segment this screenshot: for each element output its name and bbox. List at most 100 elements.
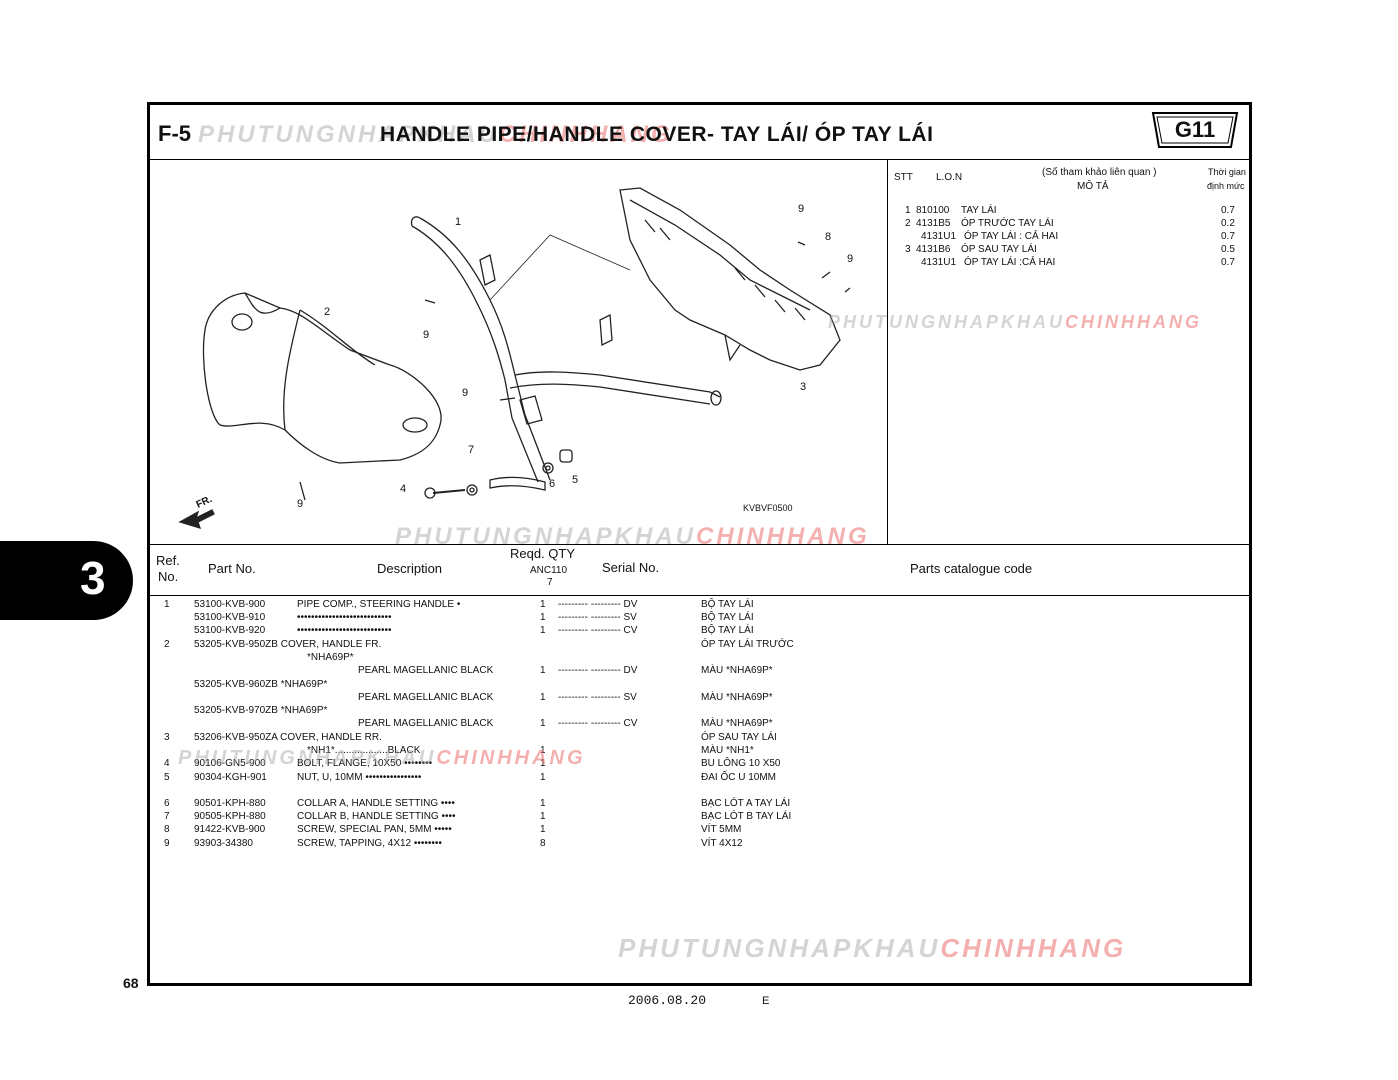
labour-code: 810100 — [916, 205, 950, 216]
cell-vn: VÍT 5MM — [701, 824, 742, 835]
parts-list-header: Ref. No. Part No. Description Reqd. QTY … — [150, 544, 1249, 596]
cell-ref: 1 — [164, 599, 170, 610]
cell-desc: SCREW, TAPPING, 4X12 •••••••• — [297, 838, 442, 849]
front-cover-shape — [202, 292, 442, 464]
col-description: Description — [377, 561, 443, 576]
page-number: 68 — [123, 975, 139, 991]
table-row: 53205-KVB-960ZB *NHA69P* — [150, 679, 1249, 692]
cell-vn: MÀU *NH1* — [701, 745, 754, 756]
front-label: FR. — [195, 494, 214, 511]
cell-qty: 1 — [540, 692, 546, 703]
cell-part: 90505-KPH-880 — [194, 811, 266, 822]
cell-part: 53205-KVB-960ZB *NHA69P* — [194, 679, 328, 690]
col-ref: (Số tham khảo liên quan ) — [1042, 167, 1157, 178]
cell-desc: ••••••••••••••••••••••••••• — [297, 625, 392, 636]
catalogue-page-frame: F-5 PHUTUNGNHAPKHAUCHINHHANG HANDLE PIPE… — [147, 102, 1252, 986]
cell-serial: --------- --------- DV — [558, 599, 638, 610]
cell-desc: PEARL MAGELLANIC BLACK — [358, 665, 494, 676]
labour-table: STT L.O.N (Số tham khảo liên quan ) MÔ T… — [828, 160, 1249, 544]
labour-desc: ÓP TAY LÁI : CẢ HAI — [964, 231, 1059, 242]
labour-stt: 1 — [905, 205, 911, 216]
labour-desc: ÓP SAU TAY LÁI — [961, 244, 1037, 255]
table-row: 1 53100-KVB-900 PIPE COMP., STEERING HANDL… — [150, 599, 1249, 612]
cell-qty: 1 — [540, 772, 546, 783]
labour-desc: ÓP TRƯỚC TAY LÁI — [961, 218, 1054, 229]
labour-time: 0.7 — [1221, 205, 1235, 216]
col-part-no: Part No. — [208, 561, 256, 576]
cell-desc: NUT, U, 10MM •••••••••••••••• — [297, 772, 422, 783]
labour-stt: 3 — [905, 244, 911, 255]
col-serial: Serial No. — [602, 560, 660, 575]
cell-vn: VÍT 4X12 — [701, 838, 743, 849]
labour-desc: TAY LÁI — [961, 205, 997, 216]
callout-5: 5 — [572, 474, 578, 486]
callout-9a: 9 — [798, 203, 804, 215]
table-row: 53100-KVB-910•••••••••••••••••••••••••••… — [150, 612, 1249, 625]
labour-desc: ÓP TAY LÁI :CẢ HAI — [964, 257, 1056, 268]
watermark: PHUTUNGNHAPKHAUCHINHHANG — [618, 933, 1127, 963]
page-title: HANDLE PIPE/HANDLE COVER- TAY LÁI/ ÓP TA… — [380, 123, 934, 146]
cell-vn: BỘ TAY LÁI — [701, 599, 754, 610]
cell-ref: 6 — [164, 798, 170, 809]
col-ref-2: No. — [158, 569, 179, 584]
labour-code: 4131B5 — [916, 218, 951, 229]
cell-qty: 1 — [540, 745, 546, 756]
labour-stt: 2 — [905, 218, 911, 229]
labour-time: 0.2 — [1221, 218, 1235, 229]
cell-vn: BỘ TAY LÁI — [701, 612, 754, 623]
callout-1: 1 — [455, 216, 461, 228]
callout-6: 6 — [549, 478, 555, 490]
col-desc: MÔ TẢ — [1077, 181, 1109, 192]
cell-vn: MÀU *NHA69P* — [701, 692, 773, 703]
labour-code: 4131U1 — [921, 231, 957, 242]
cell-ref: 7 — [164, 811, 170, 822]
cell-qty: 8 — [540, 838, 546, 849]
labour-code: 4131B6 — [916, 244, 951, 255]
labour-row: 1 810100 TAY LÁI 0.7 — [888, 205, 1249, 218]
cell-vn: BỘ TAY LÁI — [701, 625, 754, 636]
cell-desc: PIPE COMP., STEERING HANDLE • — [297, 599, 461, 610]
callout-7: 7 — [468, 444, 474, 456]
cell-part: 90501-KPH-880 — [194, 798, 266, 809]
cell-part: 53100-KVB-900 — [194, 599, 266, 610]
cell-desc: BOLT, FLANGE, 10X50 •••••••• — [297, 758, 433, 769]
rear-cover-shape — [619, 187, 841, 371]
cell-qty: 1 — [540, 811, 546, 822]
cell-ref: 3 — [164, 732, 170, 743]
cell-qty: 1 — [540, 612, 546, 623]
cell-serial: --------- --------- SV — [558, 612, 637, 623]
cell-qty: 1 — [540, 665, 546, 676]
cell-part: 53206-KVB-950ZA COVER, HANDLE RR. — [194, 732, 382, 743]
callout-3: 3 — [800, 381, 806, 393]
table-row: 53100-KVB-920•••••••••••••••••••••••••••… — [150, 625, 1249, 638]
labour-code: 4131U1 — [921, 257, 957, 268]
edition: E — [762, 995, 770, 1007]
watermark: PHUTUNGNHAPKHAUCHINHHANG — [178, 747, 586, 769]
cell-desc: ••••••••••••••••••••••••••• — [297, 612, 392, 623]
cell-ref: 2 — [164, 639, 170, 650]
cell-qty: 1 — [540, 798, 546, 809]
cell-part: 93903-34380 — [194, 838, 253, 849]
section-tab: 3 — [0, 541, 133, 620]
col-time-2: định mức — [1207, 181, 1245, 191]
cell-serial: --------- --------- CV — [558, 625, 638, 636]
cell-qty: 1 — [540, 824, 546, 835]
col-catalogue: Parts catalogue code — [910, 561, 1033, 576]
group-badge: G11 — [1151, 109, 1239, 149]
callout-2: 2 — [324, 306, 330, 318]
cell-desc: SCREW, SPECIAL PAN, 5MM ••••• — [297, 824, 452, 835]
cell-qty: 1 — [540, 625, 546, 636]
col-model-sub: 7 — [547, 577, 553, 588]
cell-vn: ĐAI ỐC U 10MM — [701, 772, 777, 783]
watermark: PHUTUNGNHAPKHAUCHINHHANG — [828, 312, 1202, 332]
cell-part: 53205-KVB-970ZB *NHA69P* — [194, 705, 328, 716]
diagram-ref-code: KVBVF0500 — [743, 503, 793, 513]
cell-ref: 5 — [164, 772, 170, 783]
